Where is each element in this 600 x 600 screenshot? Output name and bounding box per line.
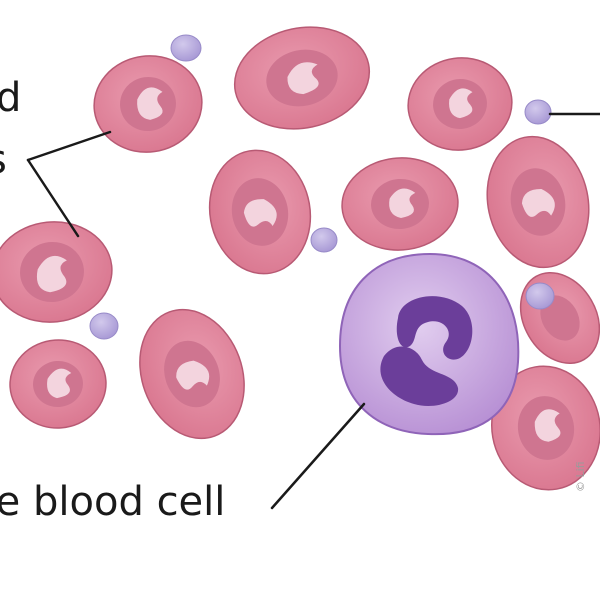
- red-blood-cell: [0, 221, 113, 323]
- red-blood-cell: [490, 365, 600, 491]
- white-blood-cell-label: te blood cell: [0, 479, 226, 525]
- leader-lines: [26, 112, 600, 510]
- red-blood-cell: [208, 149, 312, 275]
- red-blood-cell: [93, 55, 203, 153]
- red-blood-cell: [233, 26, 371, 130]
- red-blood-cell: [486, 135, 590, 269]
- platelet: [525, 282, 555, 310]
- white-blood-cell: [338, 252, 520, 436]
- platelet: [89, 312, 119, 340]
- nucleus: [396, 296, 473, 360]
- copyright-watermark: © Lifi: [574, 461, 587, 492]
- red-blood-cell: [341, 157, 459, 251]
- platelet: [524, 99, 552, 125]
- platelet: [170, 34, 202, 62]
- red-blood-cell: [9, 339, 107, 429]
- red-blood-cells-label-line2: s: [0, 140, 7, 180]
- red-blood-cell: [407, 57, 513, 151]
- red-blood-cell: [139, 308, 245, 440]
- platelet: [310, 227, 338, 253]
- red-blood-cells-label-line1: d: [0, 75, 22, 121]
- nucleus: [380, 346, 459, 407]
